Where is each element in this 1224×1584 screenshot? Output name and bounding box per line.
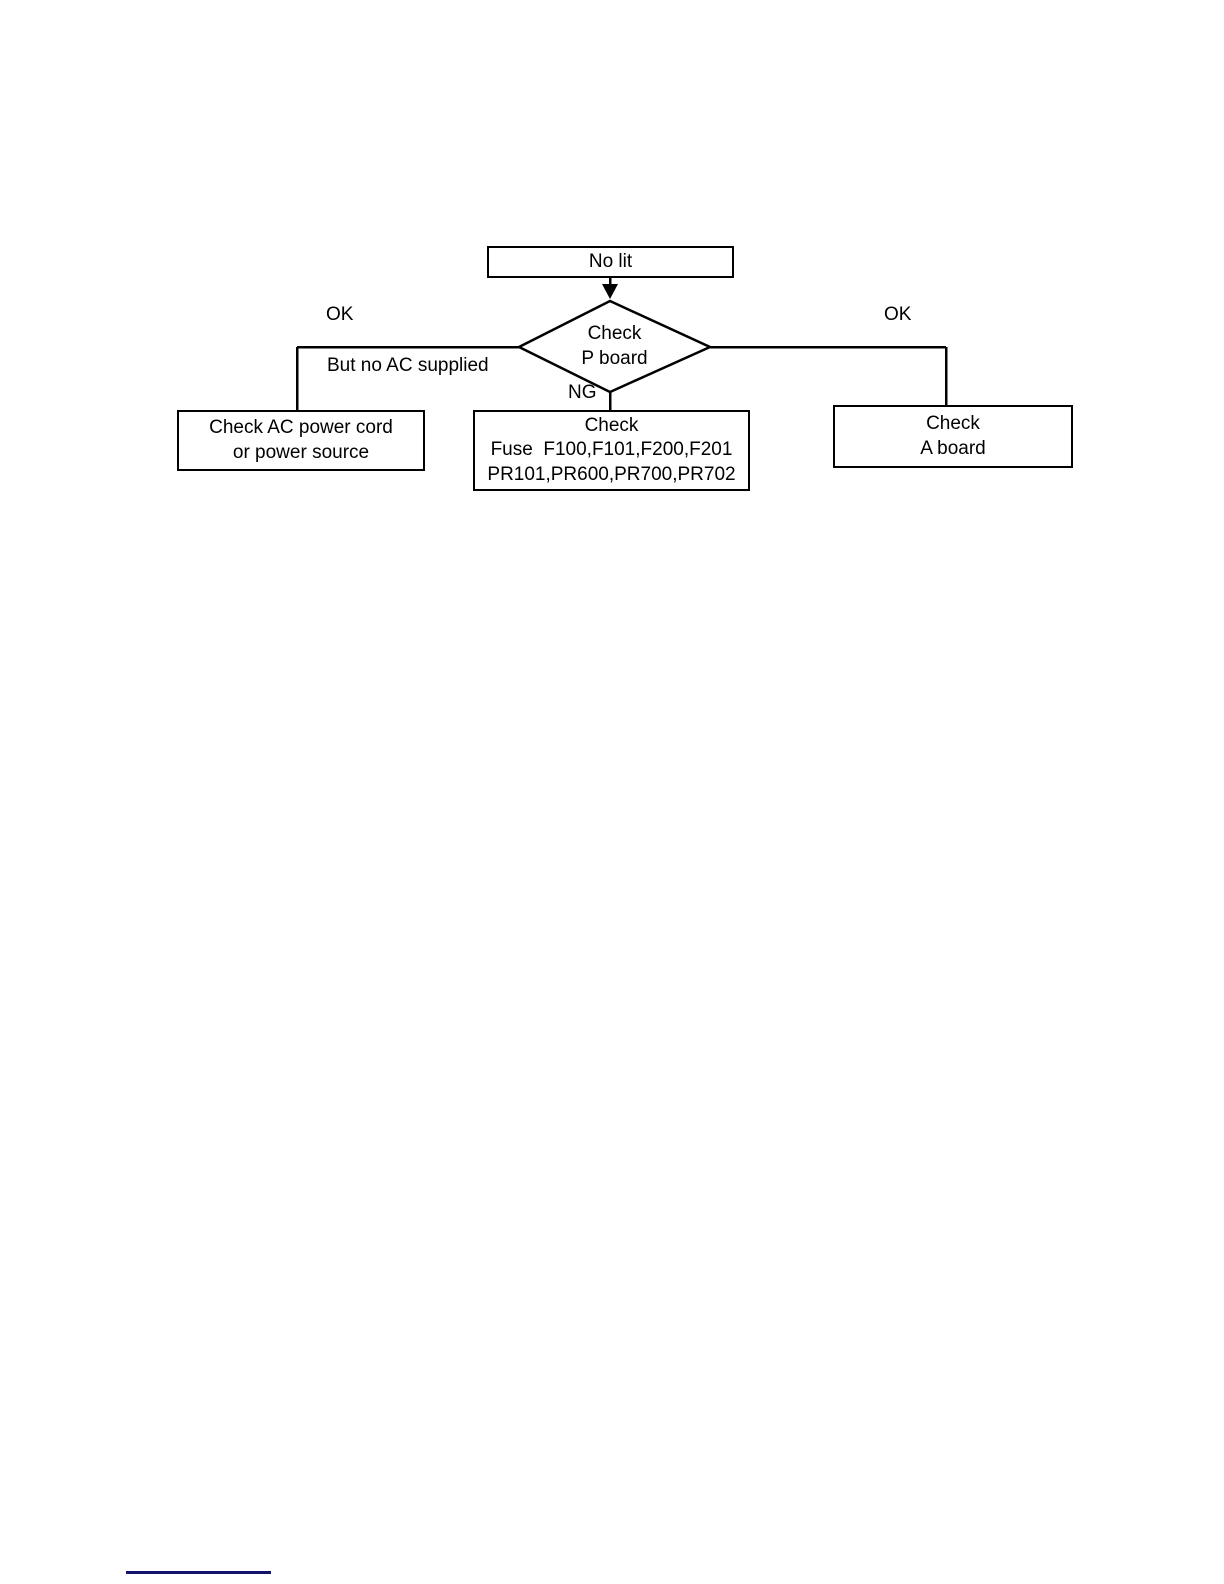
node-left-result: Check AC power cord or power source	[177, 410, 425, 471]
node-left-result-line-2: or power source	[232, 441, 370, 463]
node-right-result-line-1: Check	[926, 413, 980, 435]
edge-label-ok-left: OK	[326, 304, 354, 325]
arrowhead-down-icon	[602, 284, 618, 299]
footer-divider	[126, 1571, 271, 1574]
edge-label-but-no-ac-supplied: But no AC supplied	[327, 355, 489, 376]
edge-label-ng: NG	[568, 382, 597, 403]
node-center-result-line-2: Fuse F100,F101,F200,F201	[490, 439, 733, 461]
node-right-result-line-2: A board	[920, 437, 986, 459]
node-left-result-line-1: Check AC power cord	[209, 417, 393, 439]
node-center-result-line-1: Check	[584, 415, 639, 437]
decision-diamond-shape	[516, 299, 714, 394]
node-right-result: Check A board	[833, 405, 1073, 468]
node-start-line-1: No lit	[588, 250, 633, 272]
node-center-result-line-3: PR101,PR600,PR700,PR702	[487, 463, 736, 485]
edge-label-ok-right: OK	[884, 304, 912, 325]
node-center-result: Check Fuse F100,F101,F200,F201 PR101,PR6…	[473, 410, 750, 491]
node-start: No lit	[487, 246, 734, 278]
